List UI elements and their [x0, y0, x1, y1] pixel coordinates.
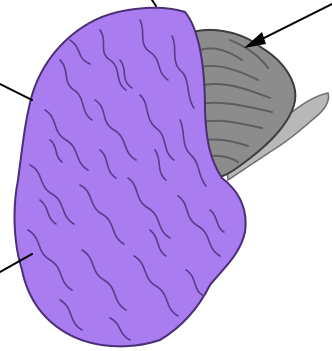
- brain-illustration: [0, 0, 332, 351]
- brain-diagram: [0, 0, 332, 351]
